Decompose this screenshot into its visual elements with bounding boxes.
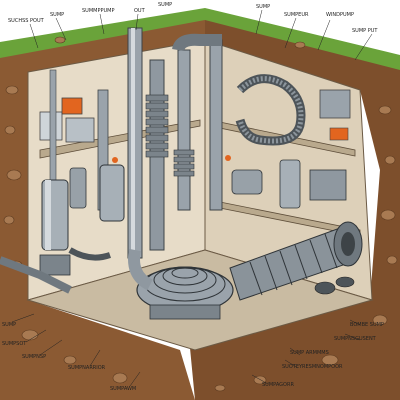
right-motor-units bbox=[225, 155, 347, 209]
grass-strip bbox=[0, 8, 400, 72]
label-left-3: SUMPNSP bbox=[22, 354, 46, 360]
label-right-1: BOMBE SUMP bbox=[350, 322, 384, 328]
label-top-7: WINDPUMP bbox=[326, 12, 354, 18]
label-left-1: SUMP bbox=[2, 322, 16, 328]
electrical-box bbox=[65, 117, 95, 143]
control-box-orange bbox=[61, 97, 83, 115]
label-top-left: SUCHSS POUT bbox=[8, 18, 45, 24]
label-left-4: SUMPNARRIOR bbox=[68, 365, 106, 371]
label-top-4: SUMMPPUMP bbox=[82, 8, 114, 14]
bottle-row bbox=[329, 127, 349, 141]
wall-tank-right bbox=[319, 89, 351, 119]
horizontal-bellows-pipe bbox=[229, 221, 363, 301]
left-pump-assembly bbox=[39, 157, 125, 276]
leader-lines bbox=[11, 9, 373, 387]
label-top-6: SUMPEUR bbox=[284, 12, 309, 18]
curved-hose-ribs bbox=[237, 76, 304, 144]
hose-left bbox=[68, 247, 111, 261]
label-top-3: OUT bbox=[134, 8, 146, 14]
gravel-basket-2 bbox=[335, 276, 355, 288]
gravel-basket-1 bbox=[314, 281, 336, 295]
central-sump-pump bbox=[128, 248, 234, 320]
pipe-bellows bbox=[145, 94, 195, 177]
label-top-8: SUMP PUT bbox=[352, 28, 378, 34]
soil-left bbox=[0, 20, 205, 400]
label-bottom-1: SUMPAWM bbox=[110, 386, 136, 392]
label-bottom-3: SUMP ARMMMS bbox=[290, 350, 329, 356]
label-bottom-4: SUOTEYRESMNOMPOOR bbox=[282, 364, 343, 370]
label-top-2: SUMP bbox=[158, 2, 172, 8]
label-right-2: SUMPNSGUSENT bbox=[334, 336, 377, 342]
label-top-1: SUMP bbox=[50, 12, 64, 18]
drain-pipe-left bbox=[0, 256, 72, 294]
valve-knob-orange-icon bbox=[112, 157, 118, 163]
valve-knob-right-icon bbox=[225, 155, 231, 161]
label-left-2: SUMPSOT bbox=[2, 341, 27, 347]
vertical-pipes bbox=[49, 27, 223, 259]
soil-right bbox=[190, 20, 400, 400]
label-top-5: SUMP bbox=[256, 4, 270, 10]
label-bottom-2: SUMPAGORR bbox=[262, 382, 294, 388]
